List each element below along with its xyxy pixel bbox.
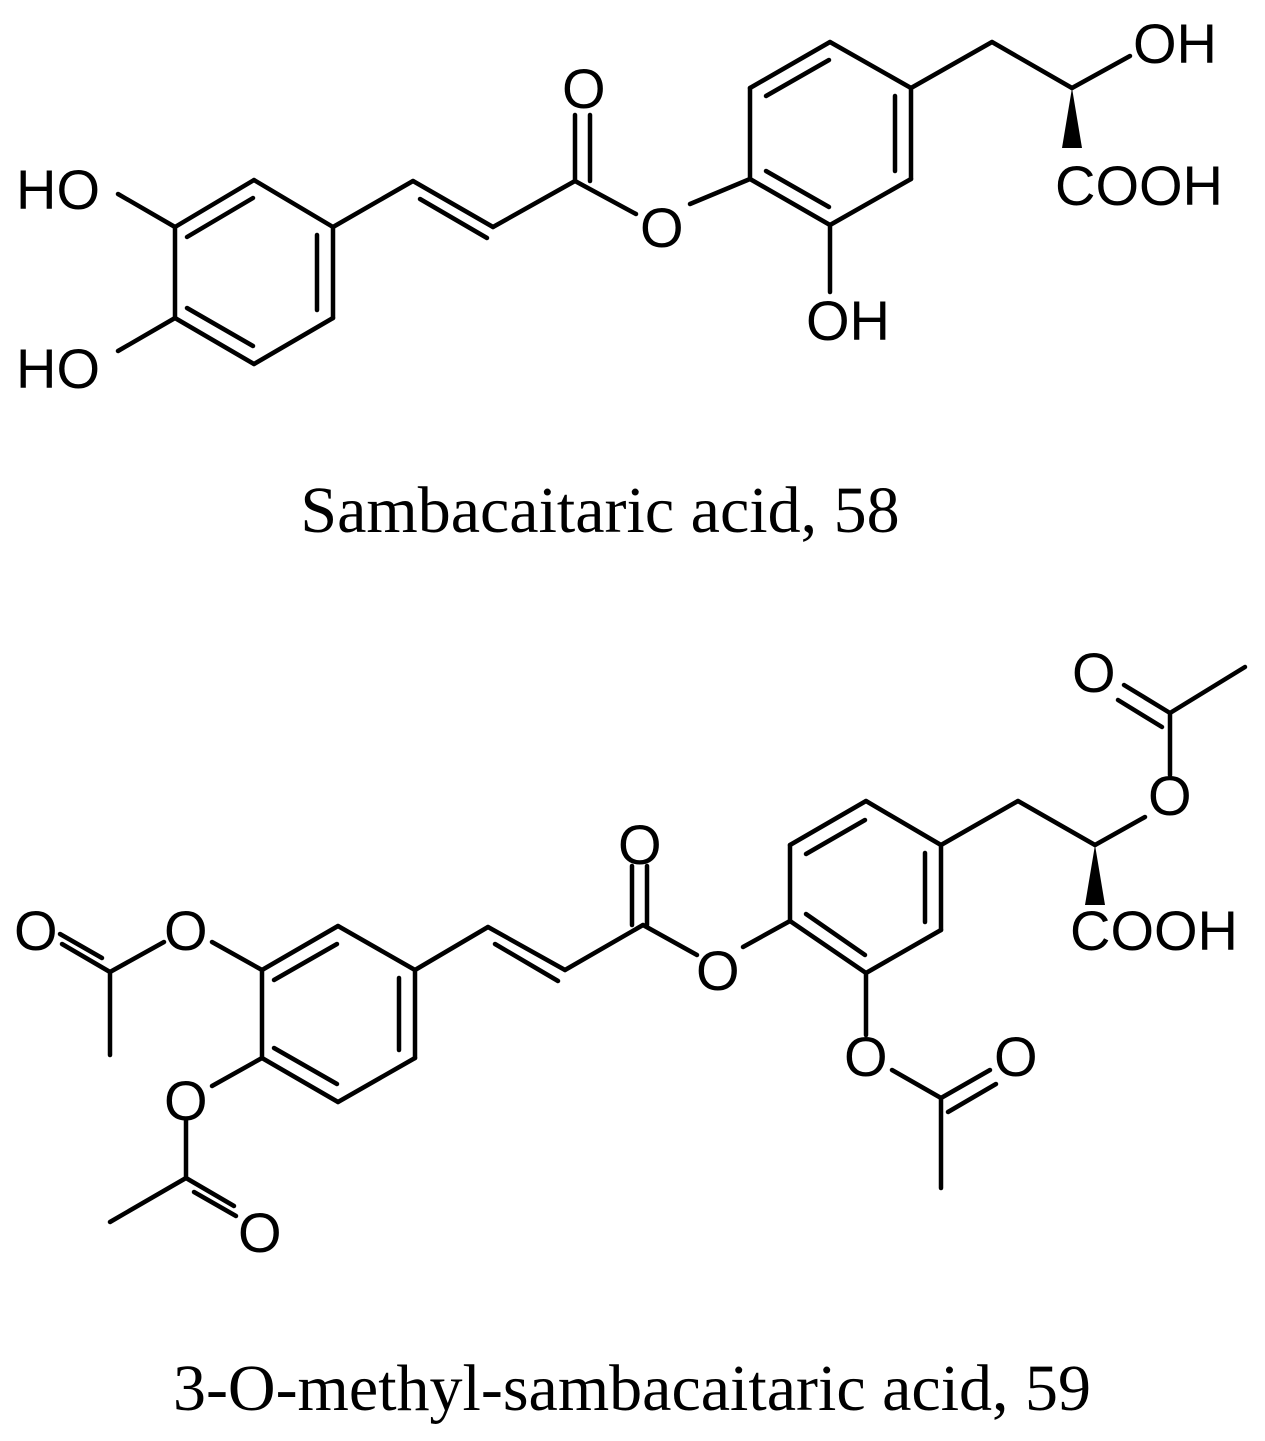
m59-acetyl2-ester-o-label: O <box>164 1069 208 1132</box>
m59-right-ring-bonds <box>787 798 944 976</box>
molecule-58-structure <box>115 39 1133 367</box>
m59-acetoxy-2-bonds <box>107 1055 265 1225</box>
m58-ho-top-label: HO <box>16 158 100 221</box>
molecule-59-structure <box>57 664 1248 1225</box>
m58-right-ring-bonds <box>747 39 914 228</box>
m58-ring-oh-label: OH <box>806 289 890 352</box>
m58-carbonyl-o-label: O <box>562 57 606 120</box>
m59-acetoxy-1-bonds <box>57 931 265 1058</box>
m58-wedge-bond <box>1062 88 1082 148</box>
m59-acetyl1-ester-o-label: O <box>164 899 208 962</box>
m59-ester-o-label: O <box>696 939 740 1002</box>
m59-acetyl3-ester-o-label: O <box>844 1025 888 1088</box>
m59-acetyl4-ester-o-label: O <box>1148 764 1192 827</box>
m59-acetyl2-carbonyl-o-label: O <box>238 1201 282 1264</box>
m59-chain-bonds <box>412 863 793 984</box>
m58-side-oh-label: OH <box>1133 12 1217 75</box>
m58-ester-o-label: O <box>640 196 684 259</box>
m58-ho-bottom-label: HO <box>16 337 100 400</box>
m59-cooh-label: COOH <box>1070 899 1238 962</box>
m59-acetyl1-carbonyl-o-label: O <box>14 899 58 962</box>
m58-left-ring-bonds <box>172 177 336 367</box>
m59-left-ring-bonds <box>259 923 418 1105</box>
m59-acetoxy-3-bonds <box>863 970 999 1191</box>
m59-acetoxy-4-bonds <box>1115 664 1248 778</box>
m59-acetyl4-carbonyl-o-label: O <box>1072 641 1116 704</box>
m59-wedge-bond <box>1085 845 1105 905</box>
m59-caption: 3-O-methyl-sambacaitaric acid, 59 <box>173 1352 1091 1425</box>
m59-acetyl3-carbonyl-o-label: O <box>994 1025 1038 1088</box>
m58-cooh-label: COOH <box>1055 154 1223 217</box>
m59-carbonyl-o-label: O <box>618 813 662 876</box>
m58-caption: Sambacaitaric acid, 58 <box>300 474 899 547</box>
m58-chain-bonds <box>330 112 753 241</box>
